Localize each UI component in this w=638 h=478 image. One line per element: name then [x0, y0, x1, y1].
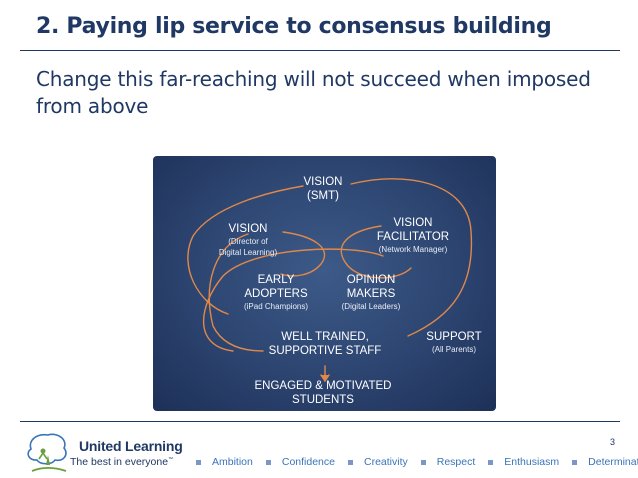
- value-label: Respect: [436, 456, 476, 468]
- value-item: Determination: [572, 456, 638, 468]
- node-staff-label1: WELL TRAINED,: [281, 331, 369, 343]
- bullet-square-icon: [572, 459, 578, 465]
- node-students-label2: STUDENTS: [292, 394, 354, 406]
- united-learning-tree-logo: [27, 433, 67, 472]
- value-label: Determination: [588, 456, 638, 468]
- node-early-adopters: EARLY ADOPTERS (iPad Champions): [231, 273, 321, 312]
- value-label: Creativity: [363, 456, 408, 468]
- value-item: Ambition: [196, 456, 253, 468]
- node-vision-director-label: VISION: [228, 223, 268, 235]
- node-well-trained-staff: WELL TRAINED, SUPPORTIVE STAFF: [253, 330, 397, 358]
- node-vision-director-sub2: Digital Learning): [218, 248, 278, 257]
- node-vision-director: VISION (Director of Digital Learning): [205, 222, 291, 258]
- arrow-opinion-loop: [340, 225, 412, 279]
- value-label: Ambition: [212, 456, 253, 468]
- value-label: Confidence: [281, 456, 335, 468]
- title-divider: [20, 50, 620, 51]
- arrowhead-students: [320, 374, 330, 383]
- node-students-label1: ENGAGED & MOTIVATED: [254, 380, 392, 392]
- node-support-label: SUPPORT: [426, 331, 482, 343]
- bullet-square-icon: [420, 459, 426, 465]
- page-number: 3: [610, 437, 616, 447]
- arrow-facilitator-loop: [350, 178, 473, 337]
- value-label: Enthusiasm: [504, 456, 560, 468]
- node-vision-director-sub1: (Director of: [228, 237, 268, 246]
- brand-name: United Learning: [79, 438, 183, 454]
- node-early-label1: EARLY: [257, 274, 295, 286]
- node-facilitator-sub: (Network Manager): [378, 245, 448, 254]
- arrow-smt-to-director: [187, 185, 304, 315]
- value-item: Creativity: [347, 456, 408, 468]
- node-vision-smt: VISION (SMT): [288, 175, 358, 203]
- node-early-sub: (iPad Champions): [243, 302, 309, 311]
- slide-title: 2. Paying lip service to consensus build…: [36, 14, 552, 39]
- node-opinion-makers: OPINION MAKERS (Digital Leaders): [329, 273, 413, 312]
- brand-tagline: The best in everyone™: [70, 456, 173, 468]
- slide-subtitle: Change this far-reaching will not succee…: [36, 67, 591, 118]
- node-support-sub: (All Parents): [431, 345, 476, 354]
- bullet-square-icon: [265, 459, 271, 465]
- value-item: Enthusiasm: [488, 456, 559, 468]
- bullet-square-icon: [347, 459, 353, 465]
- values-list: Ambition Confidence Creativity Respect E…: [196, 456, 638, 468]
- value-item: Respect: [420, 456, 476, 468]
- trademark-mark: ™: [168, 456, 174, 463]
- node-opinion-sub: (Digital Leaders): [341, 302, 401, 311]
- node-engaged-students: ENGAGED & MOTIVATED STUDENTS: [243, 379, 403, 407]
- node-facilitator-label2: FACILITATOR: [376, 231, 450, 243]
- node-staff-label2: SUPPORTIVE STAFF: [268, 345, 382, 357]
- bullet-square-icon: [488, 459, 494, 465]
- arrow-big-loop: [202, 248, 384, 352]
- node-opinion-label2: MAKERS: [346, 288, 396, 300]
- arrow-left-outer: [208, 233, 264, 352]
- node-vision-smt-sub: (SMT): [307, 190, 339, 202]
- footer-divider: [20, 421, 620, 422]
- value-item: Confidence: [265, 456, 335, 468]
- node-support: SUPPORT (All Parents): [419, 330, 489, 355]
- arrow-director-to-early: [280, 231, 326, 277]
- node-vision-facilitator: VISION FACILITATOR (Network Manager): [365, 216, 461, 255]
- bullet-square-icon: [196, 459, 201, 465]
- diagram-arrows: [187, 178, 473, 383]
- node-early-label2: ADOPTERS: [244, 288, 308, 300]
- node-vision-smt-label: VISION: [303, 176, 343, 188]
- node-facilitator-label1: VISION: [393, 217, 433, 229]
- change-diagram: VISION (SMT) VISION (Director of Digital…: [153, 156, 496, 411]
- brand-tagline-text: The best in everyone: [70, 456, 169, 468]
- node-opinion-label1: OPINION: [346, 274, 396, 286]
